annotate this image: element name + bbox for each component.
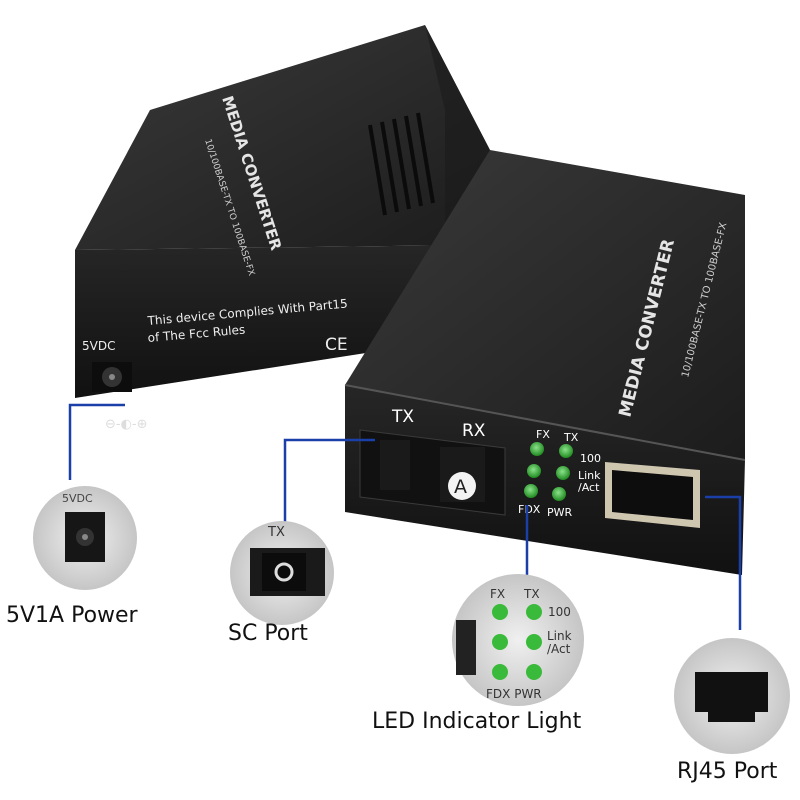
rj45-inset: RJ45 Port: [674, 638, 790, 784]
led-panel: [524, 442, 573, 501]
callout-lines: [68, 403, 742, 630]
sc-port-inset: TX SC Port: [228, 521, 334, 646]
inset-led-fdx-pwr: FDX PWR: [486, 687, 542, 701]
rj45-port[interactable]: [605, 462, 700, 528]
power-inset: 5VDC 5V1A Power: [6, 486, 139, 628]
led-inset: FX TX 100 Link /Act FDX PWR LED Indicato…: [372, 574, 584, 734]
inset-led-act: /Act: [547, 642, 571, 656]
inset-led-link: Link: [547, 629, 572, 643]
port-badge-letter: A: [454, 476, 467, 498]
led-label-tx: TX: [563, 431, 579, 444]
led-label-act: /Act: [578, 481, 600, 494]
back-media-converter: MEDIA CONVERTER 10/100BASE-TX TO 100BASE…: [75, 25, 490, 432]
inset-led-100: 100: [548, 605, 571, 619]
led-link-fx: [527, 464, 541, 478]
ce-mark: CE: [325, 335, 348, 355]
inset-led-tx: TX: [523, 587, 540, 601]
led-label-100: 100: [580, 452, 601, 465]
port-badge: [448, 472, 476, 500]
led-link-act: [556, 466, 570, 480]
led-label-link: Link: [578, 469, 601, 482]
sc-caption: SC Port: [228, 621, 308, 646]
inset-led-fx: FX: [490, 587, 505, 601]
rj45-caption: RJ45 Port: [677, 759, 778, 784]
front-media-converter: MEDIA CONVERTER 10/100BASE-TX TO 100BASE…: [344, 150, 746, 575]
led-label-pwr: PWR: [547, 506, 573, 519]
led-fx: [530, 442, 544, 456]
power-inset-label: 5VDC: [62, 492, 93, 505]
vent-slots: [368, 112, 435, 216]
dc-power-jack[interactable]: [92, 362, 132, 392]
port-tx-label: TX: [391, 407, 414, 427]
polarity-symbol: ⊖-◐-⊕: [105, 417, 148, 432]
sc-inset-label: TX: [267, 525, 285, 540]
power-label: 5VDC: [82, 339, 115, 353]
led-pwr: [552, 487, 566, 501]
led-tx: [559, 444, 573, 458]
led-label-fx: FX: [536, 428, 550, 441]
inset-led-fdx: FDX: [486, 687, 510, 701]
power-caption: 5V1A Power: [6, 603, 139, 628]
inset-led-pwr: PWR: [514, 687, 541, 701]
led-caption: LED Indicator Light: [372, 709, 582, 734]
led-fdx: [524, 484, 538, 498]
port-rx-label: RX: [462, 421, 486, 441]
led-label-fdx: FDX: [518, 503, 541, 516]
